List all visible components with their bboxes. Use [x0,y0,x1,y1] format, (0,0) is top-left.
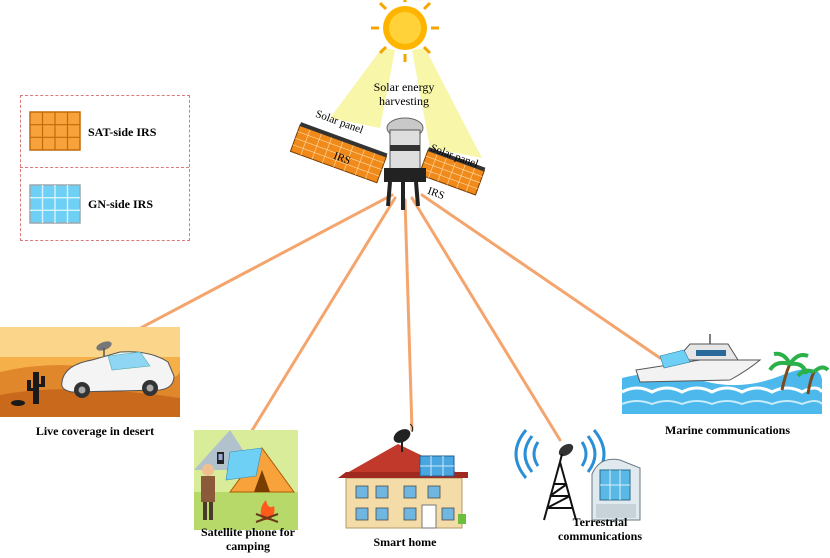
solar-energy-label: Solar energy harvesting [354,80,454,108]
desert-scene [0,327,180,417]
link-camping [238,196,397,452]
camping-label-line2: camping [225,539,270,553]
desert-label: Live coverage in desert [35,424,155,438]
sun-beam-left [330,48,395,128]
link-marine [420,193,662,360]
ship-irs-icon [659,349,691,369]
solar-energy-line2: harvesting [379,94,429,108]
link-home [403,198,414,432]
tower-icon [543,461,577,521]
radio-waves-icon [514,429,606,479]
legend-divider [20,167,189,168]
terrestrial-scene [514,429,641,521]
palm-tree-icon [768,351,830,395]
cactus-icon [27,372,45,404]
marine-label: Marine communications [665,423,790,437]
satellite-icon [289,117,486,210]
marine-scene [621,334,830,414]
home-dish-icon [393,423,414,452]
terrestrial-label-line2: communications [558,529,642,543]
sun-beam-right [412,48,482,158]
home-irs-icon [419,455,455,477]
satellite-links [116,193,662,452]
link-terrestrial [410,196,562,442]
terrestrial-label-line1: Terrestrial [572,515,628,529]
camping-label: Satellite phone for camping [185,525,311,553]
sat-side-irs-icon [29,111,81,151]
tent-irs-icon [225,447,263,481]
legend-gn-side-label: GN-side IRS [88,197,154,211]
legend-box [20,95,190,241]
building-icon [591,458,641,521]
ship-icon [635,334,762,383]
smart-home-label: Smart home [373,535,437,549]
smart-home-scene [338,423,468,529]
link-desert [116,193,394,342]
camper-person-icon [201,452,224,520]
camping-scene [194,430,298,530]
gn-side-irs-icon [29,184,81,224]
camping-label-line1: Satellite phone for [201,525,295,539]
terrestrial-label: Terrestrial communications [545,515,655,543]
solar-energy-line1: Solar energy [373,80,435,94]
sun-icon [371,0,439,62]
car-icon [61,341,175,398]
campfire-icon [255,500,279,523]
legend-sat-side-label: SAT-side IRS [88,125,157,139]
